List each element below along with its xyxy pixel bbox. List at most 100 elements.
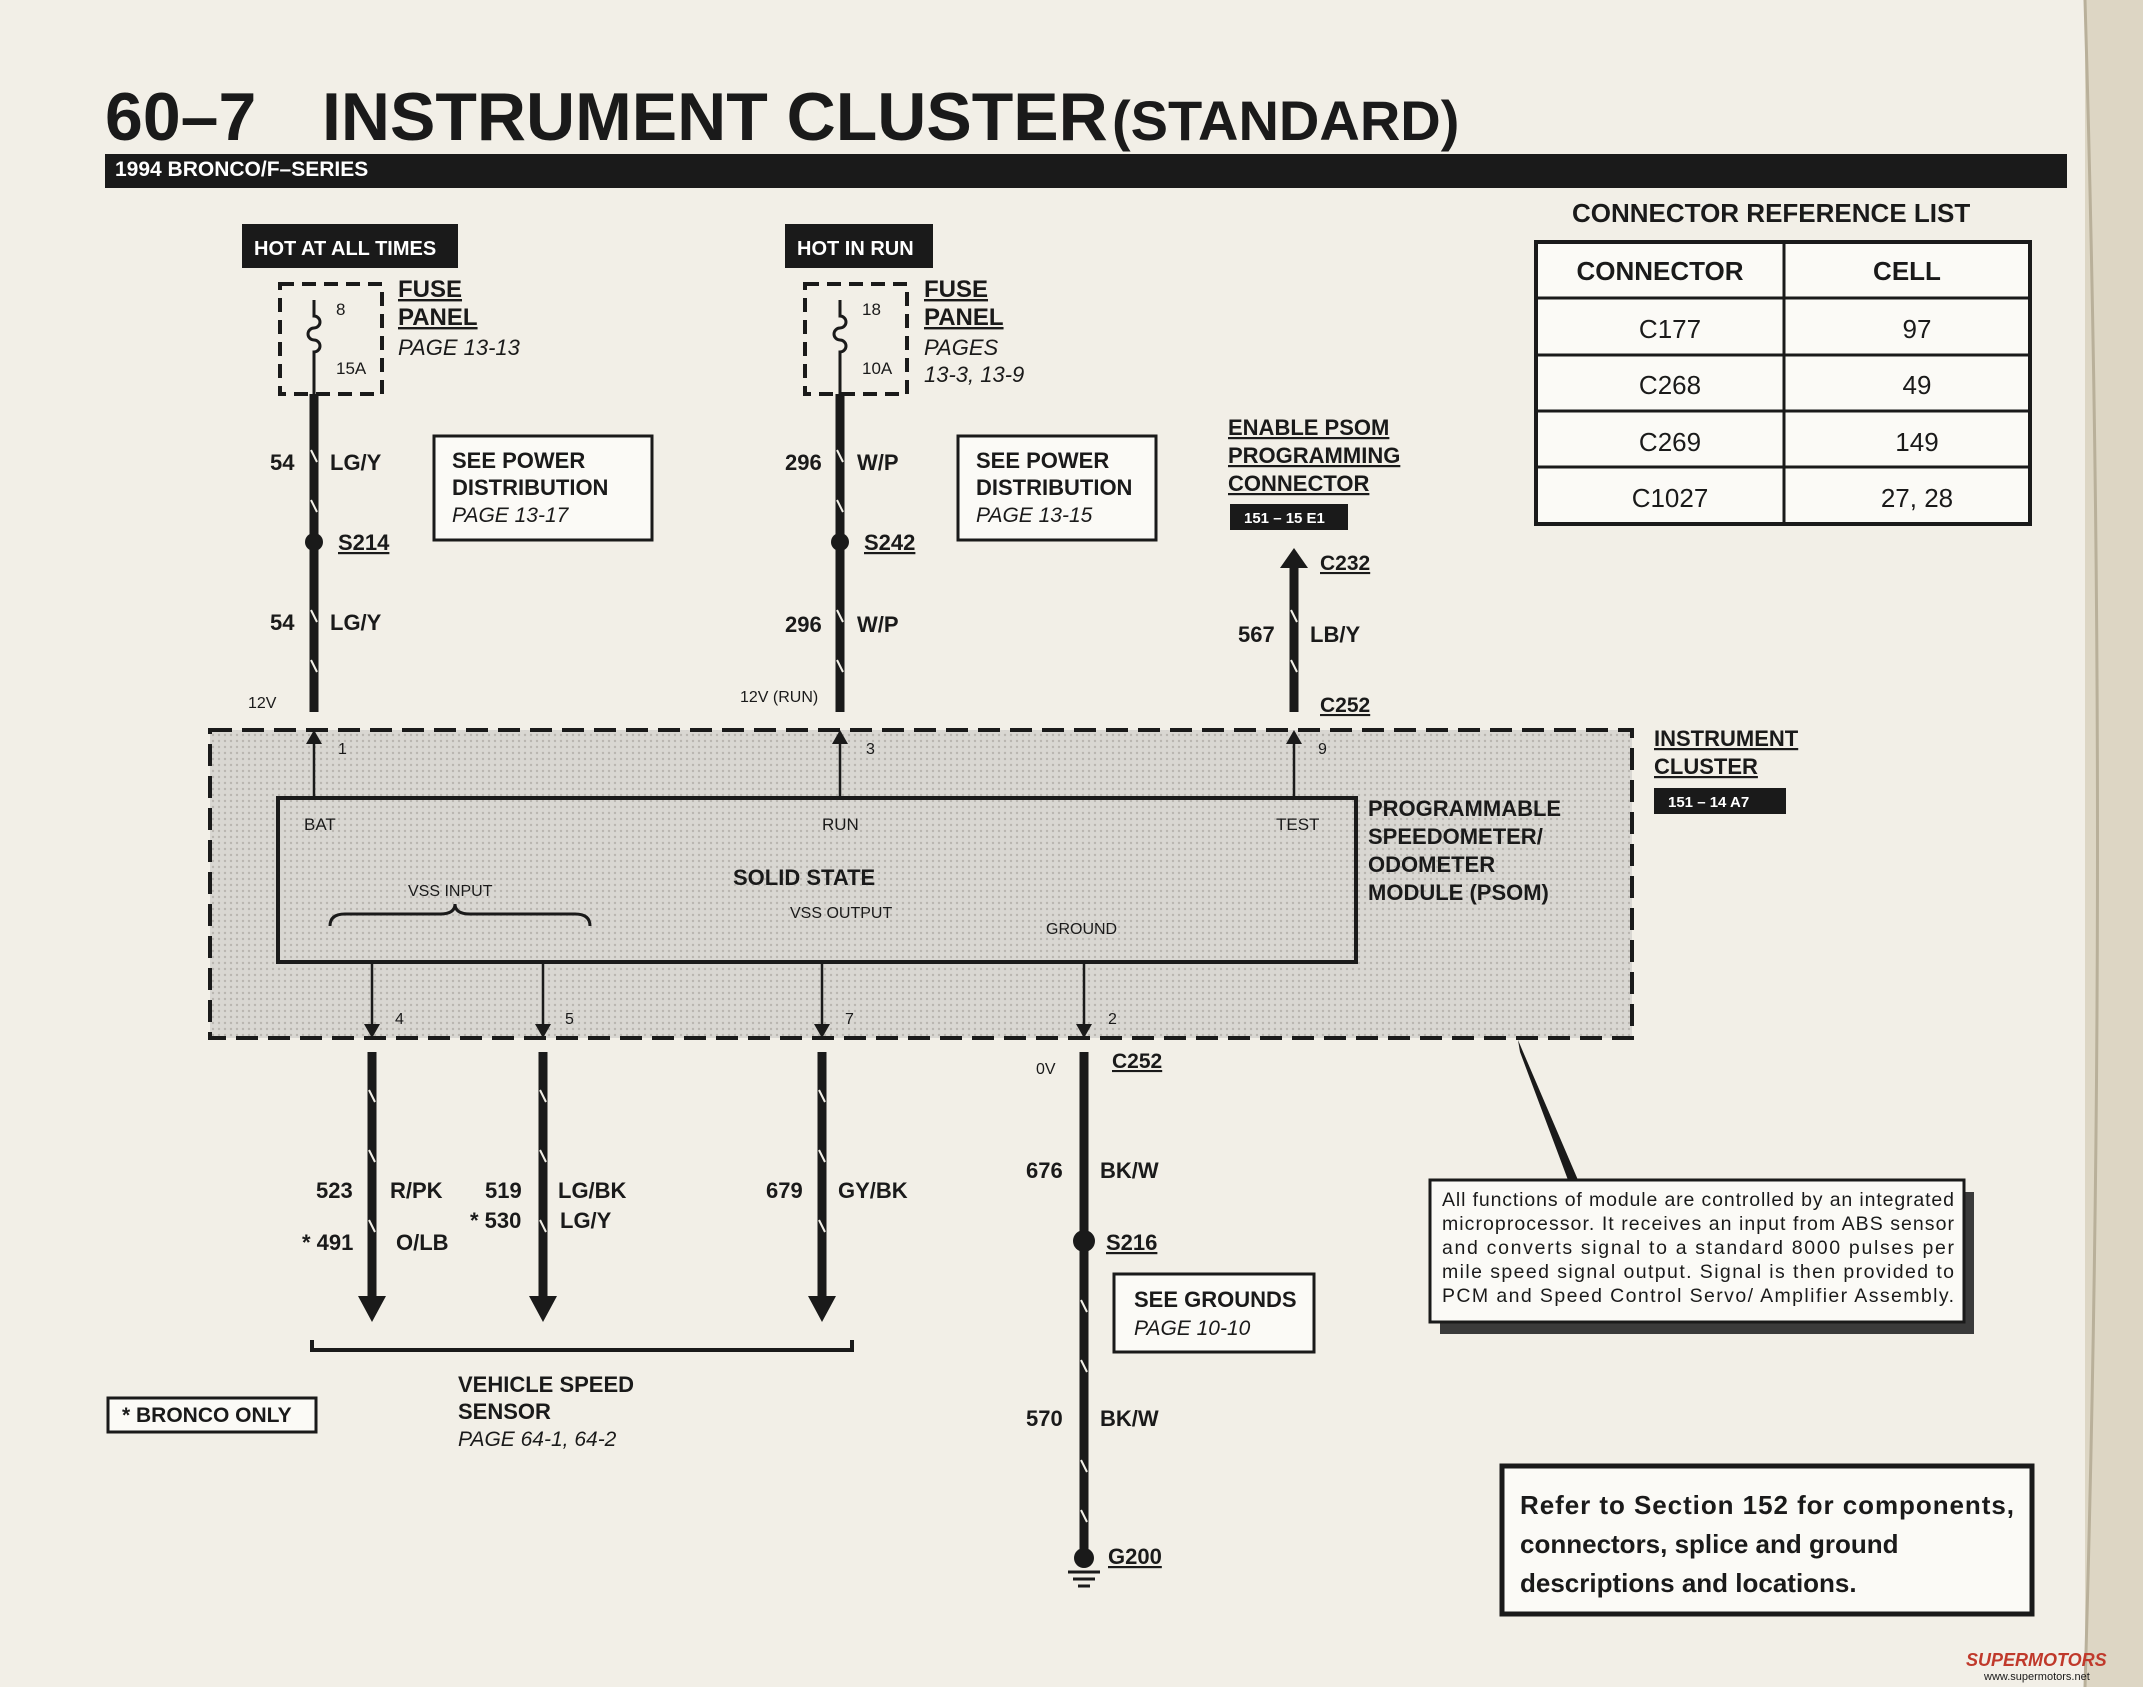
svg-text:PCM and Speed Control Servo/ A: PCM and Speed Control Servo/ Amplifier A… [1442, 1285, 1954, 1307]
svg-text:All functions of module are co: All functions of module are controlled b… [1442, 1189, 1954, 1211]
vss-bracket [310, 1340, 854, 1352]
svg-text:SEE POWER: SEE POWER [976, 448, 1109, 473]
wire-color: LB/Y [1310, 622, 1360, 647]
table-header: CELL [1873, 256, 1941, 286]
wire-number: 54 [270, 610, 295, 635]
pin-number: 2 [1108, 1011, 1117, 1028]
page-title-qualifier: (STANDARD) [1112, 89, 1459, 152]
wire-color: O/LB [396, 1230, 449, 1255]
wire-color: W/P [857, 612, 899, 637]
svg-text:CLUSTER: CLUSTER [1654, 754, 1758, 779]
splice-label: S242 [864, 530, 915, 555]
arrow-down-icon [364, 1024, 1092, 1038]
svg-text:151 – 15 E1: 151 – 15 E1 [1244, 510, 1325, 527]
wire-color: GY/BK [838, 1178, 908, 1203]
connector-c252: C252 [1320, 694, 1370, 717]
ground-label: G200 [1108, 1544, 1162, 1569]
fuse-title: PANEL [924, 304, 1004, 331]
wire-number: 679 [766, 1178, 803, 1203]
svg-text:VEHICLE SPEED: VEHICLE SPEED [458, 1372, 634, 1397]
fuse-page: PAGE 13-13 [398, 335, 521, 360]
fuse-panel-1: 8 15A FUSE PANEL PAGE 13-13 [278, 276, 521, 412]
wire-number: * 530 [470, 1208, 521, 1233]
hot-in-run-label: HOT IN RUN [785, 224, 933, 268]
svg-text:PAGE 13-15: PAGE 13-15 [976, 504, 1093, 527]
table-cell: C269 [1639, 427, 1701, 457]
psom-module-name: PROGRAMMABLE SPEEDOMETER/ ODOMETER MODUL… [1368, 796, 1561, 905]
svg-text:* BRONCO ONLY: * BRONCO ONLY [122, 1404, 292, 1427]
wire-color: W/P [857, 450, 899, 475]
svg-text:INSTRUMENT: INSTRUMENT [1654, 726, 1799, 751]
table-header: CONNECTOR [1576, 256, 1743, 286]
wire-number: * 491 [302, 1230, 353, 1255]
module-pin-label: VSS INPUT [408, 883, 493, 900]
see-power-distribution-2: SEE POWER DISTRIBUTION PAGE 13-15 [956, 434, 1158, 542]
header-bar [105, 154, 2067, 188]
vehicle-label: 1994 BRONCO/F–SERIES [115, 158, 368, 181]
bronco-only-note: * BRONCO ONLY [106, 1396, 318, 1434]
voltage-label: 0V [1036, 1061, 1056, 1078]
upper-wires [309, 394, 1299, 712]
fuse-rating: 10A [862, 359, 893, 378]
svg-text:PAGE 13-17: PAGE 13-17 [452, 504, 570, 527]
svg-text:SEE GROUNDS: SEE GROUNDS [1134, 1287, 1297, 1312]
table-cell: 97 [1903, 314, 1932, 344]
page-header: 60–7 INSTRUMENT CLUSTER (STANDARD) 1994 … [105, 79, 2067, 188]
fuse-icon [832, 300, 848, 412]
voltage-label: 12V (RUN) [740, 689, 818, 706]
svg-text:PROGRAMMING: PROGRAMMING [1228, 443, 1400, 468]
wire-number: 570 [1026, 1406, 1063, 1431]
svg-text:151 – 14 A7: 151 – 14 A7 [1668, 794, 1749, 811]
fuse-icon [306, 300, 322, 412]
svg-text:DISTRIBUTION: DISTRIBUTION [976, 475, 1132, 500]
svg-text:PROGRAMMABLE: PROGRAMMABLE [1368, 796, 1561, 821]
pin-number: 3 [866, 741, 875, 758]
wire-number: 54 [270, 450, 295, 475]
lower-wires [367, 1052, 1089, 1555]
svg-text:mile speed signal output. Sign: mile speed signal output. Signal is then… [1442, 1261, 1954, 1283]
wire-number: 519 [485, 1178, 522, 1203]
svg-text:Refer to Section 152 for compo: Refer to Section 152 for components, [1520, 1490, 2014, 1520]
pin-number: 5 [565, 1011, 574, 1028]
svg-text:www.supermotors.net: www.supermotors.net [1983, 1671, 2090, 1683]
table-cell: C268 [1639, 370, 1701, 400]
fuse-page: PAGES [924, 335, 999, 360]
table-cell: 27, 28 [1881, 483, 1953, 513]
svg-text:SUPERMOTORS: SUPERMOTORS [1966, 1650, 2107, 1670]
wire-color: BK/W [1100, 1158, 1159, 1183]
psom-module [276, 796, 1358, 964]
module-type: SOLID STATE [733, 865, 875, 890]
wire-number: 296 [785, 612, 822, 637]
fuse-title: FUSE [398, 276, 462, 303]
module-pin-label: GROUND [1046, 921, 1117, 938]
svg-text:ENABLE PSOM: ENABLE PSOM [1228, 415, 1389, 440]
wire-color: LG/Y [330, 450, 382, 475]
pin-number: 9 [1318, 741, 1327, 758]
svg-text:CONNECTOR: CONNECTOR [1228, 471, 1369, 496]
module-description-note: All functions of module are controlled b… [1428, 1040, 1974, 1334]
wire-color: LG/Y [560, 1208, 612, 1233]
vss-input-brace [328, 903, 592, 927]
svg-text:ODOMETER: ODOMETER [1368, 852, 1495, 877]
pin-number: 1 [338, 741, 347, 758]
fuse-number: 8 [336, 300, 345, 319]
splice-s214 [305, 533, 323, 551]
see-power-distribution-1: SEE POWER DISTRIBUTION PAGE 13-17 [432, 434, 654, 542]
svg-text:HOT IN RUN: HOT IN RUN [797, 238, 914, 260]
fuse-page: 13-3, 13-9 [924, 362, 1024, 387]
module-pin-label: VSS OUTPUT [790, 905, 892, 922]
svg-text:microprocessor. It receives an: microprocessor. It receives an input fro… [1442, 1213, 1955, 1235]
connector-c232: C232 [1320, 552, 1370, 575]
connector-c252: C252 [1112, 1050, 1162, 1073]
site-watermark: SUPERMOTORS www.supermotors.net [1966, 1650, 2107, 1683]
see-grounds-box: SEE GROUNDS PAGE 10-10 [1112, 1272, 1316, 1354]
wire-stripes [310, 449, 1298, 673]
wire-number: 567 [1238, 622, 1275, 647]
svg-text:PAGE 10-10: PAGE 10-10 [1134, 1317, 1251, 1340]
arrow-up-icon [1280, 548, 1308, 568]
splice-s216 [1073, 1230, 1095, 1252]
fuse-title: PANEL [398, 304, 478, 331]
section-number: 60–7 [105, 79, 256, 155]
instrument-cluster-label: INSTRUMENT CLUSTER 151 – 14 A7 [1654, 726, 1799, 814]
